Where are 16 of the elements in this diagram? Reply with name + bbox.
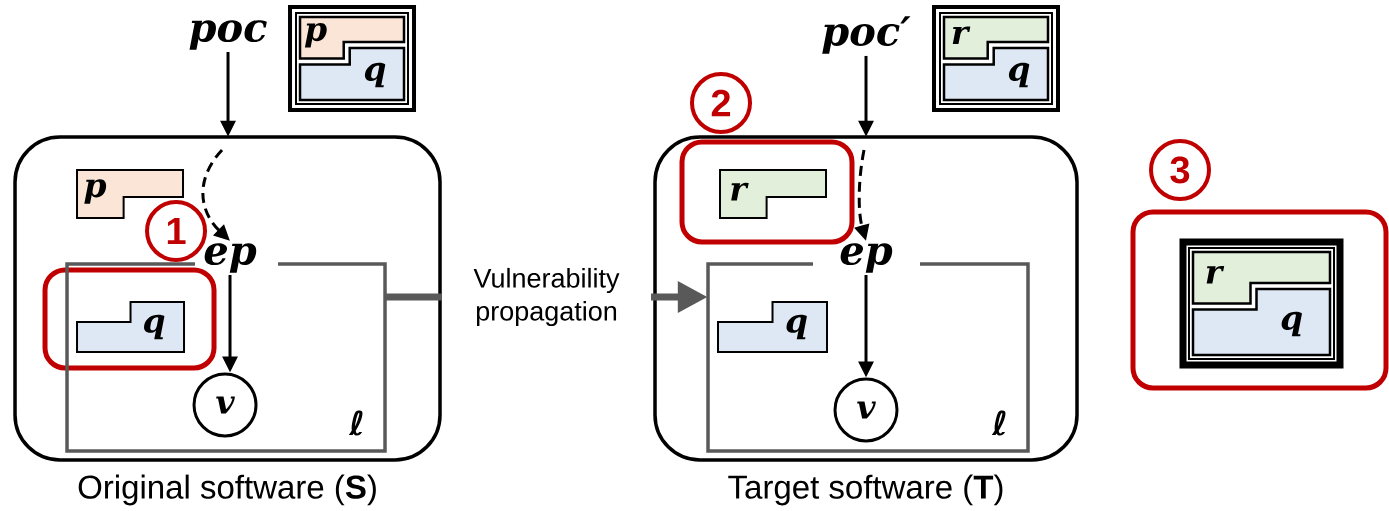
edge-label: Vulnerability propagation [442,265,651,329]
code-block: r [719,169,827,219]
software-label: Target software (T) [728,474,1003,506]
code-block-drawing: r q [1179,238,1344,369]
highlight-box [1130,209,1389,391]
code-block-drawing: r q [932,5,1060,112]
code-block: q [76,301,185,353]
software-label: Original software (S) [78,474,376,506]
code-block-drawing: p q [288,5,416,112]
code-block: p [76,169,184,219]
code-block: q [717,301,828,353]
code-label: poc′ [822,16,911,54]
callout-number: 3 [1149,139,1211,201]
callout-number: 2 [690,72,752,134]
highlight-box [679,139,855,245]
code-label: poc [189,20,267,50]
